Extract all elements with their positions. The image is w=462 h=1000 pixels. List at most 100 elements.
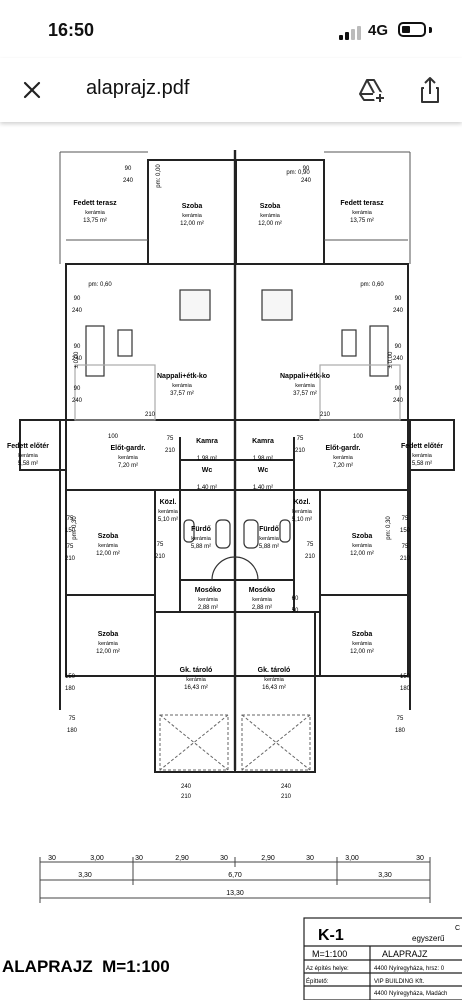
- room-labels: Fedett terasz kerámia 13,75 m² Szoba kerámia…: [7, 200, 443, 691]
- add-to-drive-button[interactable]: [354, 72, 390, 108]
- opening-dimension: 75: [402, 544, 409, 550]
- room-name: Szoba: [182, 203, 203, 210]
- builder-label: Építtető:: [306, 978, 329, 985]
- room-floor: kerámia: [191, 536, 212, 542]
- room-floor: kerámia: [85, 210, 106, 216]
- opening-dimension: 90: [74, 296, 81, 302]
- opening-dimension: 90: [395, 344, 402, 350]
- opening-dimension: 180: [67, 728, 78, 734]
- room-area: 7,20 m²: [333, 463, 353, 469]
- room-name: Fedett előtér: [401, 443, 443, 450]
- dimension-value: 30: [416, 855, 424, 862]
- opening-dimension: 210: [181, 794, 192, 800]
- opening-dimension: 180: [400, 686, 411, 692]
- room-floor: kerámia: [333, 455, 354, 461]
- opening-dimension: 240: [72, 398, 83, 404]
- room-area: 1,40 m²: [197, 485, 217, 491]
- opening-dimension: 75: [67, 544, 74, 550]
- pdf-page[interactable]: Fedett terasz kerámia 13,75 m² Szoba kerámia…: [0, 122, 462, 1000]
- room-name: Kamra: [252, 438, 274, 445]
- opening-dimension: 75: [167, 436, 174, 442]
- battery-icon: [398, 22, 426, 37]
- share-icon: [421, 77, 439, 103]
- opening-dimension: 75: [157, 542, 164, 548]
- room-floor: kerámia: [259, 536, 280, 542]
- titleblock-frame: [303, 917, 462, 1000]
- dimension-value: 3,30: [78, 872, 92, 879]
- room-area: 5,88 m²: [191, 544, 211, 550]
- room-name: Wc: [258, 467, 269, 474]
- room-area: 5,10 m²: [292, 517, 312, 523]
- opening-dimension: 75: [307, 542, 314, 548]
- opening-dimension: 180: [395, 728, 406, 734]
- opening-dimension: 90: [395, 386, 402, 392]
- room-name: Szoba: [352, 631, 373, 638]
- room-floor: kerámia: [98, 543, 119, 549]
- dimension-value: 3,00: [90, 855, 104, 862]
- opening-dimension: 150: [400, 674, 411, 680]
- drive-add-icon: [359, 79, 386, 104]
- dimension-value: 3,00: [345, 855, 359, 862]
- share-button[interactable]: [412, 72, 448, 108]
- site-value: 4400 Nyíregyháza, hrsz: 0: [374, 966, 445, 972]
- room-floor: kerámia: [295, 383, 316, 389]
- document-title: alaprajz.pdf: [86, 77, 190, 99]
- opening-dimension: 240: [393, 356, 404, 362]
- opening-dimension: 210: [155, 554, 166, 560]
- opening-dimension: 75: [67, 516, 74, 522]
- opening-dimension: 240: [181, 784, 192, 790]
- room-floor: kerámia: [260, 213, 281, 219]
- titleblock-scale: M=1:100: [312, 949, 347, 959]
- room-name: Fürdő: [191, 526, 211, 533]
- dimension-value: 30: [306, 855, 314, 862]
- opening-dimension: 210: [145, 412, 156, 418]
- room-area: 2,88 m²: [198, 605, 218, 611]
- level-mark: pm: 0,60: [88, 282, 112, 288]
- room-name: Gk. tároló: [258, 667, 291, 674]
- room-floor: kerámia: [352, 543, 373, 549]
- dimension-value: 30: [48, 855, 56, 862]
- site-label: Az építés helye:: [306, 966, 349, 972]
- room-name: Mosóko: [249, 587, 275, 594]
- opening-dimension: 240: [393, 398, 404, 404]
- dimension-lines: [39, 857, 431, 903]
- room-area: 12,00 m²: [96, 649, 120, 655]
- furniture: [74, 289, 401, 581]
- room-area: 13,75 m²: [350, 218, 374, 224]
- garage-pits: [159, 714, 311, 771]
- room-area: 12,00 m²: [350, 649, 374, 655]
- viewer-toolbar: alaprajz.pdf: [0, 58, 462, 122]
- room-name: Gk. tároló: [180, 667, 213, 674]
- signal-icon: [339, 26, 361, 40]
- dimension-value: 6,70: [228, 872, 242, 879]
- room-name: Fedett terasz: [73, 200, 117, 207]
- opening-dimension: 240: [281, 784, 292, 790]
- room-floor: kerámia: [412, 453, 433, 459]
- dimension-value: 3,30: [378, 872, 392, 879]
- level-mark: ± 0,00: [74, 351, 80, 368]
- room-floor: kerámia: [18, 453, 39, 459]
- opening-dimension: 210: [65, 556, 76, 562]
- room-area: 1,98 m²: [253, 456, 273, 462]
- room-name: Közl.: [294, 499, 311, 506]
- room-area: 7,20 m²: [118, 463, 138, 469]
- room-floor: kerámia: [198, 597, 219, 603]
- opening-dimension: 100: [353, 434, 364, 440]
- titleblock-corner-1: C: [455, 925, 460, 932]
- sheet-code: K-1: [318, 927, 344, 944]
- room-floor: kerámia: [352, 641, 373, 647]
- opening-dimension: 210: [400, 556, 411, 562]
- opening-dimension: 150: [65, 674, 76, 680]
- room-floor: kerámia: [118, 455, 139, 461]
- opening-dimension: 75: [397, 716, 404, 722]
- dimension-value: 2,90: [261, 855, 275, 862]
- opening-labels: 9024090240902409024090240902409024090240…: [65, 164, 411, 800]
- room-name: Nappali+étk-ko: [157, 373, 207, 380]
- room-name: Közl.: [160, 499, 177, 506]
- room-area: 12,00 m²: [258, 221, 282, 227]
- close-button[interactable]: [14, 72, 50, 108]
- opening-dimension: 240: [123, 178, 134, 184]
- status-bar: 16:50 4G: [0, 0, 462, 58]
- opening-dimension: 240: [72, 356, 83, 362]
- room-area: 2,88 m²: [252, 605, 272, 611]
